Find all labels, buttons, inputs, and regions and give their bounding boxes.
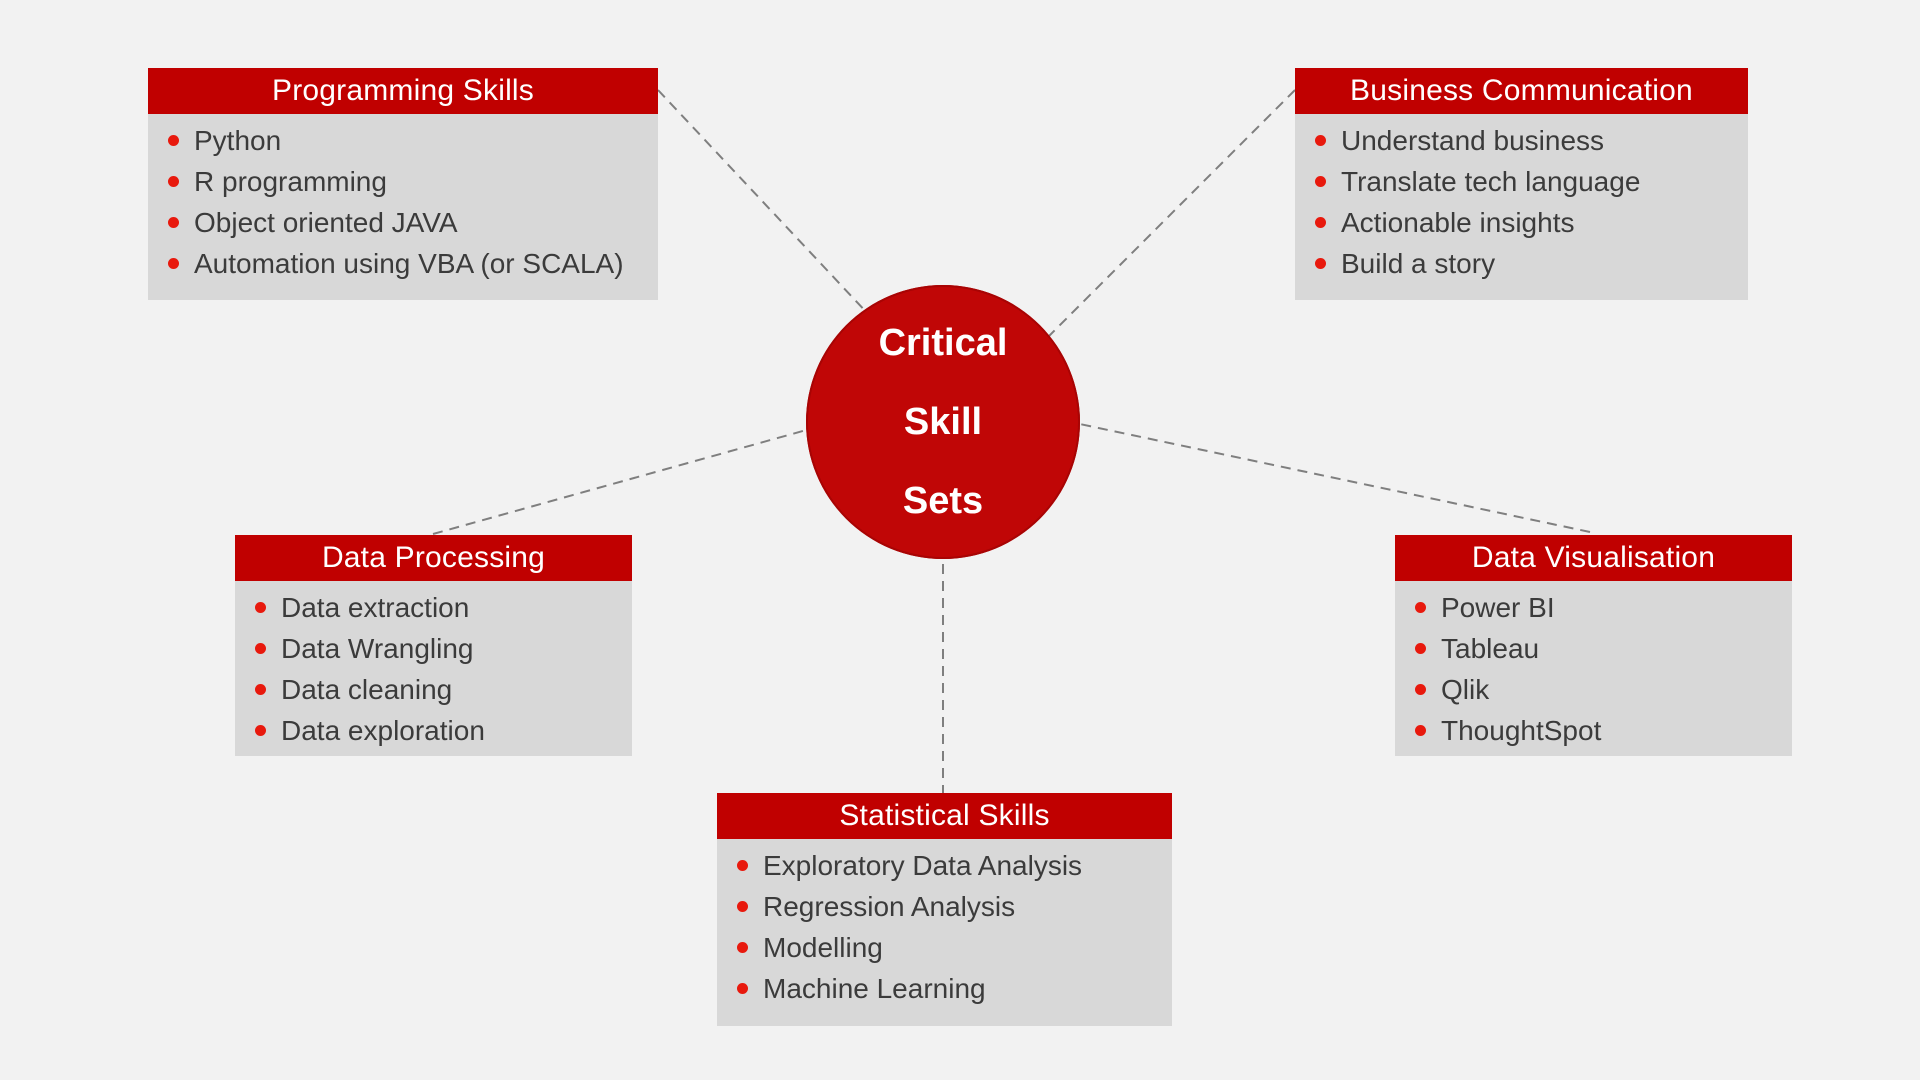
list-item: Modelling	[717, 927, 1172, 968]
list-item-label: Actionable insights	[1341, 206, 1575, 238]
list-item: Understand business	[1295, 120, 1748, 161]
list-item-label: Understand business	[1341, 124, 1605, 156]
bullet-icon	[737, 901, 748, 912]
list-item: Object oriented JAVA	[148, 202, 658, 243]
list-item: Regression Analysis	[717, 886, 1172, 927]
list-item-label: Object oriented JAVA	[194, 206, 458, 238]
box-body-programming: Python R programming Object oriented JAV…	[148, 114, 658, 300]
list-item: Data Wrangling	[235, 628, 632, 669]
box-body-business-communication: Understand business Translate tech langu…	[1295, 114, 1748, 300]
bullet-icon	[1315, 258, 1326, 269]
list-item: Translate tech language	[1295, 161, 1748, 202]
skill-list: Understand business Translate tech langu…	[1295, 120, 1748, 284]
bullet-icon	[255, 684, 266, 695]
connector-visualisation	[1074, 422, 1591, 533]
list-item-label: ThoughtSpot	[1441, 714, 1602, 746]
bullet-icon	[737, 860, 748, 871]
box-title-statistical-skills: Statistical Skills	[717, 793, 1172, 839]
bullet-icon	[1415, 725, 1426, 736]
list-item: Qlik	[1395, 669, 1792, 710]
list-item-label: Automation using VBA (or SCALA)	[194, 247, 624, 279]
box-title-business-communication: Business Communication	[1295, 68, 1748, 114]
list-item: ThoughtSpot	[1395, 710, 1792, 751]
list-item-label: Modelling	[763, 931, 883, 963]
bullet-icon	[255, 725, 266, 736]
skill-box-business-communication: Business Communication Understand busine…	[1295, 68, 1748, 300]
connector-processing	[432, 428, 811, 535]
list-item: Build a story	[1295, 243, 1748, 284]
bullet-icon	[1415, 643, 1426, 654]
box-body-data-visualisation: Power BI Tableau Qlik ThoughtSpot	[1395, 581, 1792, 756]
bullet-icon	[737, 942, 748, 953]
center-node-text-line: Sets	[902, 479, 984, 522]
box-body-data-processing: Data extraction Data Wrangling Data clea…	[235, 581, 632, 756]
skill-box-statistical-skills: Statistical Skills Exploratory Data Anal…	[717, 793, 1172, 1026]
skill-list: Python R programming Object oriented JAV…	[148, 120, 658, 284]
list-item-label: Data exploration	[281, 714, 485, 746]
list-item: Exploratory Data Analysis	[717, 845, 1172, 886]
box-title-data-visualisation: Data Visualisation	[1395, 535, 1792, 581]
box-body-statistical-skills: Exploratory Data Analysis Regression Ana…	[717, 839, 1172, 1026]
list-item: Data cleaning	[235, 669, 632, 710]
list-item-label: R programming	[194, 165, 387, 197]
box-title-data-processing: Data Processing	[235, 535, 632, 581]
list-item: R programming	[148, 161, 658, 202]
list-item-label: Data cleaning	[281, 673, 453, 705]
list-item-label: Build a story	[1341, 247, 1496, 279]
center-node-critical-skill-sets: Critical Skill Sets	[806, 285, 1080, 559]
list-item: Tableau	[1395, 628, 1792, 669]
skill-box-programming: Programming Skills Python R programming …	[148, 68, 658, 300]
bullet-icon	[1315, 135, 1326, 146]
bullet-icon	[168, 135, 179, 146]
bullet-icon	[1315, 217, 1326, 228]
list-item-label: Translate tech language	[1341, 165, 1641, 197]
connector-business	[1039, 89, 1296, 346]
skill-box-data-processing: Data Processing Data extraction Data Wra…	[235, 535, 632, 756]
skill-box-data-visualisation: Data Visualisation Power BI Tableau Qlik…	[1395, 535, 1792, 756]
list-item-label: Qlik	[1441, 673, 1490, 705]
bullet-icon	[168, 176, 179, 187]
list-item-label: Data Wrangling	[281, 632, 474, 664]
list-item: Data extraction	[235, 587, 632, 628]
box-title-programming: Programming Skills	[148, 68, 658, 114]
skill-list: Power BI Tableau Qlik ThoughtSpot	[1395, 587, 1792, 751]
list-item-label: Regression Analysis	[763, 890, 1016, 922]
center-node-text-line: Critical	[878, 321, 1008, 364]
list-item: Python	[148, 120, 658, 161]
bullet-icon	[1315, 176, 1326, 187]
list-item: Machine Learning	[717, 968, 1172, 1009]
bullet-icon	[255, 602, 266, 613]
list-item-label: Data extraction	[281, 591, 470, 623]
list-item-label: Machine Learning	[763, 972, 986, 1004]
bullet-icon	[255, 643, 266, 654]
list-item: Actionable insights	[1295, 202, 1748, 243]
list-item-label: Exploratory Data Analysis	[763, 849, 1083, 881]
center-node-text-line: Skill	[903, 400, 983, 443]
connector-programming	[657, 89, 871, 317]
skill-list: Data extraction Data Wrangling Data clea…	[235, 587, 632, 751]
list-item-label: Python	[194, 124, 282, 156]
list-item: Power BI	[1395, 587, 1792, 628]
bullet-icon	[168, 258, 179, 269]
bullet-icon	[1415, 602, 1426, 613]
bullet-icon	[1415, 684, 1426, 695]
list-item: Automation using VBA (or SCALA)	[148, 243, 658, 284]
list-item-label: Tableau	[1441, 632, 1540, 664]
list-item: Data exploration	[235, 710, 632, 751]
list-item-label: Power BI	[1441, 591, 1555, 623]
skill-list: Exploratory Data Analysis Regression Ana…	[717, 845, 1172, 1009]
bullet-icon	[168, 217, 179, 228]
bullet-icon	[737, 983, 748, 994]
